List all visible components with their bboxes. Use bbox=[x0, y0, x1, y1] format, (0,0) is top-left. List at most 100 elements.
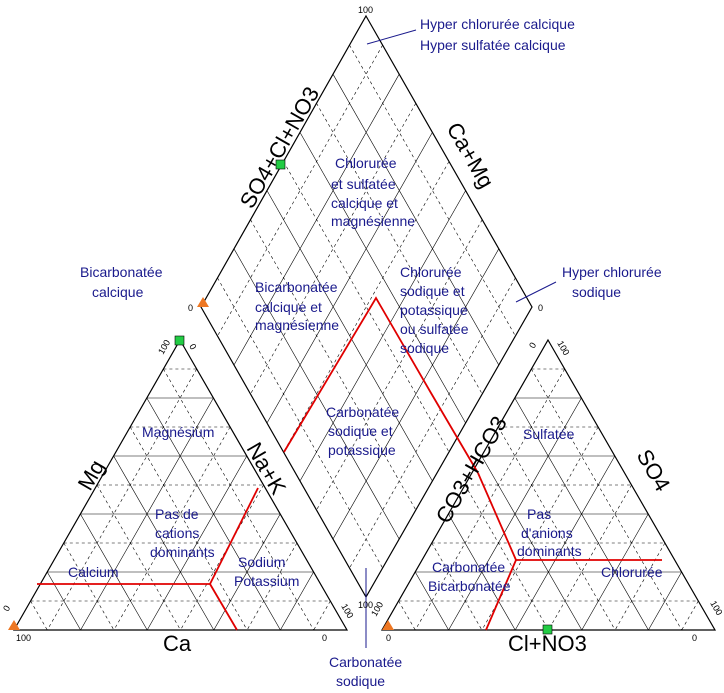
cation-triangle-grid-line bbox=[46, 571, 81, 631]
zone-label-chloruree: Chlorurée bbox=[601, 564, 663, 580]
leader-right bbox=[515, 281, 557, 303]
tick-left-br-100: 100 bbox=[339, 602, 355, 620]
tick-right-bl-0: 0 bbox=[386, 633, 391, 643]
anion-triangle-grid-line bbox=[531, 368, 682, 631]
zone-label-calcium: Calcium bbox=[68, 564, 119, 580]
cation-triangle-grid-line bbox=[146, 397, 281, 631]
zone-label-bicarb-cm-3: magnésienne bbox=[255, 317, 339, 333]
zone-label-hyper-calcique-1: Hyper chlorurée calcique bbox=[420, 16, 575, 32]
zone-label-hyper-sodique-2: sodique bbox=[572, 284, 621, 300]
sample-marker-cation-apex bbox=[174, 335, 185, 346]
diamond-frame bbox=[200, 14, 533, 599]
zone-label-potassium: Potassium bbox=[234, 573, 299, 589]
zone-label-chlor-sod-1: Chlorurée bbox=[400, 264, 462, 280]
diamond-grid-line bbox=[332, 74, 500, 366]
zone-label-chlor-sod-2: sodique et bbox=[400, 283, 465, 299]
zone-label-chlor-sulf-3: calcique et bbox=[331, 195, 398, 211]
tick-right-top-0: 0 bbox=[527, 341, 538, 350]
anion-triangle-grid-line bbox=[448, 397, 582, 631]
zone-label-carbonatee-sodique-1: Carbonatée bbox=[329, 654, 402, 670]
cation-boundary-upper bbox=[209, 487, 259, 585]
anion-triangle-grid-line bbox=[681, 600, 699, 631]
zone-label-bicarb-cm-2: calcique et bbox=[255, 299, 322, 315]
tick-left-br: 0 bbox=[322, 633, 327, 643]
zone-label-bicarb-cm-1: Bicarbonatée bbox=[255, 279, 338, 295]
axis-label-cl-no3: Cl+NO3 bbox=[508, 631, 587, 656]
diamond-grid-line bbox=[233, 74, 400, 366]
cation-triangle-grid-line bbox=[163, 368, 314, 631]
zone-label-carbonatee-sodique-2: sodique bbox=[336, 673, 385, 689]
axis-label-co3-hco3: CO3+HCO3 bbox=[431, 412, 512, 528]
diamond-grid-line bbox=[349, 44, 516, 337]
zone-label-bicarbonatee: Bicarbonatée bbox=[428, 578, 511, 594]
cation-triangle-grid-line bbox=[80, 397, 214, 631]
zone-label-carb-sod-1: Carbonatée bbox=[326, 404, 399, 420]
diamond-grid-line bbox=[250, 219, 417, 511]
cation-triangle-grid-line bbox=[63, 542, 115, 631]
tick-diamond-bottom: 100 bbox=[358, 600, 373, 610]
zone-label-sulfatee: Sulfatée bbox=[523, 426, 575, 442]
diamond-grid-line bbox=[316, 219, 483, 511]
axis-label-ca-mg: Ca+Mg bbox=[442, 118, 499, 192]
cation-triangle-grid-line bbox=[47, 368, 197, 631]
cation-triangle-grid-line bbox=[113, 426, 231, 631]
diamond-grid-line bbox=[283, 161, 450, 453]
diamond-grid-line bbox=[299, 132, 466, 424]
anion-triangle-grid-line bbox=[431, 542, 483, 631]
zone-label-carb-sod-3: potassique bbox=[328, 442, 396, 458]
tick-diamond-right: 0 bbox=[538, 303, 543, 313]
axis-label-so4-cl-no3: SO4+Cl+NO3 bbox=[235, 82, 325, 212]
zone-label-carbonatee: Carbonatée bbox=[432, 559, 505, 575]
zone-label-magnesium: Magnésium bbox=[142, 424, 214, 440]
cation-triangle-grid-line bbox=[30, 600, 48, 631]
zone-label-bicarb-calcique-1: Bicarbonatée bbox=[80, 264, 163, 280]
zone-label-hyper-sodique-1: Hyper chlorurée bbox=[562, 264, 662, 280]
zone-label-pas-anions-1: Pas bbox=[527, 506, 551, 522]
zone-label-chlor-sod-3: potassique bbox=[400, 302, 468, 318]
diamond-grid-line bbox=[283, 161, 450, 453]
zone-label-pas-cations-3: dominants bbox=[150, 544, 215, 560]
sample-triangle-diamond bbox=[197, 297, 209, 307]
zone-label-pas-cations-2: cations bbox=[155, 525, 199, 541]
cation-triangle-grid-line bbox=[180, 484, 264, 631]
diamond-grid-line bbox=[217, 44, 383, 337]
tick-diamond-top: 100 bbox=[358, 5, 373, 15]
tick-right-br-0: 0 bbox=[692, 633, 697, 643]
zone-label-pas-anions-2: d'anions bbox=[521, 525, 573, 541]
anion-triangle-grid-line bbox=[398, 600, 416, 631]
tick-left-top-100: 100 bbox=[156, 338, 172, 356]
cation-triangle-grid-line bbox=[280, 571, 314, 631]
tick-right-br-100: 100 bbox=[708, 599, 724, 617]
zone-label-chlor-sod-4: ou sulfatée bbox=[400, 321, 469, 337]
zone-label-carb-sod-2: sodique et bbox=[328, 423, 393, 439]
diamond-grid-line bbox=[233, 248, 400, 540]
diamond-grid-line bbox=[332, 248, 500, 540]
zone-label-chlor-sulf-1: Chlorurée bbox=[335, 155, 397, 171]
zone-label-chlor-sulf-2: et sulfatée bbox=[331, 176, 396, 192]
diamond-grid-line bbox=[316, 103, 483, 395]
anion-triangle-grid-line bbox=[464, 484, 549, 631]
diamond-grid-line bbox=[250, 103, 417, 395]
zone-label-pas-cations-1: Pas de bbox=[155, 506, 199, 522]
zone-label-bicarb-calcique-2: calcique bbox=[92, 284, 144, 300]
axis-label-na-k: Na+K bbox=[242, 438, 292, 499]
axis-label-ca: Ca bbox=[163, 631, 192, 656]
anion-boundary-lower bbox=[485, 559, 517, 631]
zone-label-hyper-calcique-2: Hyper sulfatée calcique bbox=[420, 37, 566, 53]
sample-marker-anion-base bbox=[542, 624, 553, 635]
sample-triangle-cation bbox=[8, 620, 20, 630]
cation-boundary-lower bbox=[209, 583, 238, 631]
sample-triangle-anion bbox=[382, 620, 394, 630]
cation-triangle-grid-line bbox=[313, 600, 331, 631]
zone-label-chlor-sulf-4: magnésienne bbox=[331, 213, 415, 229]
diamond-grid-line bbox=[266, 132, 433, 424]
anion-triangle-grid-line bbox=[514, 397, 649, 631]
tick-diamond-left: 0 bbox=[188, 303, 193, 313]
zone-label-chlor-sod-5: sodique bbox=[400, 340, 449, 356]
zone-label-pas-anions-3: dominants bbox=[517, 543, 582, 559]
anion-triangle-grid-line bbox=[414, 571, 449, 631]
diamond-grid-line bbox=[349, 277, 516, 569]
leader-top bbox=[366, 29, 417, 45]
